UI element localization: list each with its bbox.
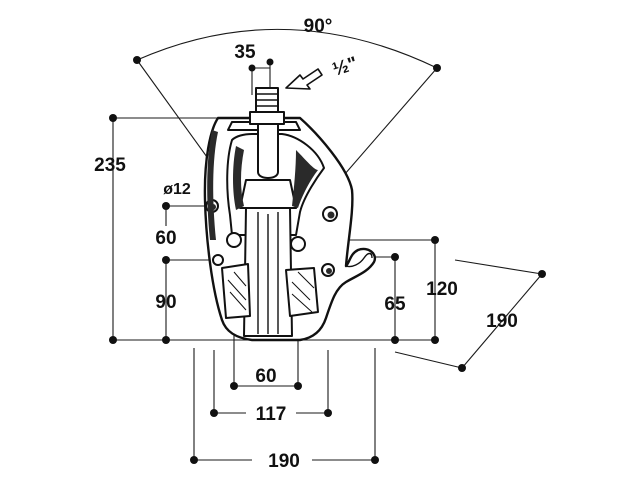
angle-arc [136,28,438,69]
bowl-foot-right-hatch [291,271,315,313]
thread-callout: ½" [285,53,360,90]
valve-pad [239,179,297,209]
depth-ext-top [454,259,543,275]
angle-dot-right [433,64,441,72]
width-190-dot-left [190,456,198,464]
outlet-nut [249,111,285,125]
inner-shadow-right [292,150,318,208]
outlet-width-label: 35 [234,42,256,63]
height-90-label: 90 [155,292,176,313]
bowl-flange-right [345,252,373,268]
depth-line [461,273,543,369]
height-235-label: 235 [94,155,126,176]
height-120-label: 120 [426,279,458,300]
width-60-dot-left [230,382,238,390]
width-117-dimension: 117 [210,350,332,425]
height-90-dot-bottom [162,336,170,344]
width-117-dot-right [324,409,332,417]
outer-edge-shadow-left [207,130,218,240]
depth-dimension: 190 [394,259,546,372]
height-120-dimension: 120 [298,236,458,344]
height-65-dot-top [391,253,399,261]
height-235-dot-bottom [109,336,117,344]
height-65-label: 65 [384,294,406,315]
width-60-dot-right [294,382,302,390]
bowl-foot-left [221,263,251,319]
angle-dot-left [133,56,141,64]
depth-dot-bottom [458,364,466,372]
angle-label: 90° [304,16,333,37]
height-90-dot-top [162,256,170,264]
bowl-foot-left-hatch [227,271,247,311]
width-60-label: 60 [255,366,276,387]
height-90-dimension: 90 [155,256,218,344]
inner-shadow-left [233,146,244,210]
hole-shade-lr [326,268,332,274]
mount-hole-lower-left [212,254,224,266]
screw-boss-left [226,232,242,248]
outlet-width-dimension: 35 [234,42,274,95]
height-65-dot-bottom [391,336,399,344]
hole-shade-ur [327,211,335,219]
depth-label: 190 [486,311,518,332]
outlet-dot-right [266,58,274,66]
hole-spacing-label: 60 [155,228,176,249]
height-120-dot-bottom [431,336,439,344]
thread-arrow-icon [285,68,323,90]
thread-label: ½" [330,53,360,81]
valve-stem [257,123,279,179]
screw-boss-right [290,236,306,252]
width-190-dimension: 190 [190,348,379,472]
drinking-bowl [203,87,377,342]
depth-dot-top [538,270,546,278]
width-117-label: 117 [256,404,287,425]
height-235-dot-top [109,114,117,122]
width-117-dot-left [210,409,218,417]
outlet-dot-left [248,64,256,72]
height-65-dimension: 65 [360,253,406,344]
width-190-label: 190 [268,451,300,472]
hole-diameter-label: ø12 [163,181,191,198]
height-120-dot-top [431,236,439,244]
width-190-dot-right [371,456,379,464]
depth-ext-bottom [394,351,463,369]
hole-spacing-dimension: 60 [155,206,177,249]
